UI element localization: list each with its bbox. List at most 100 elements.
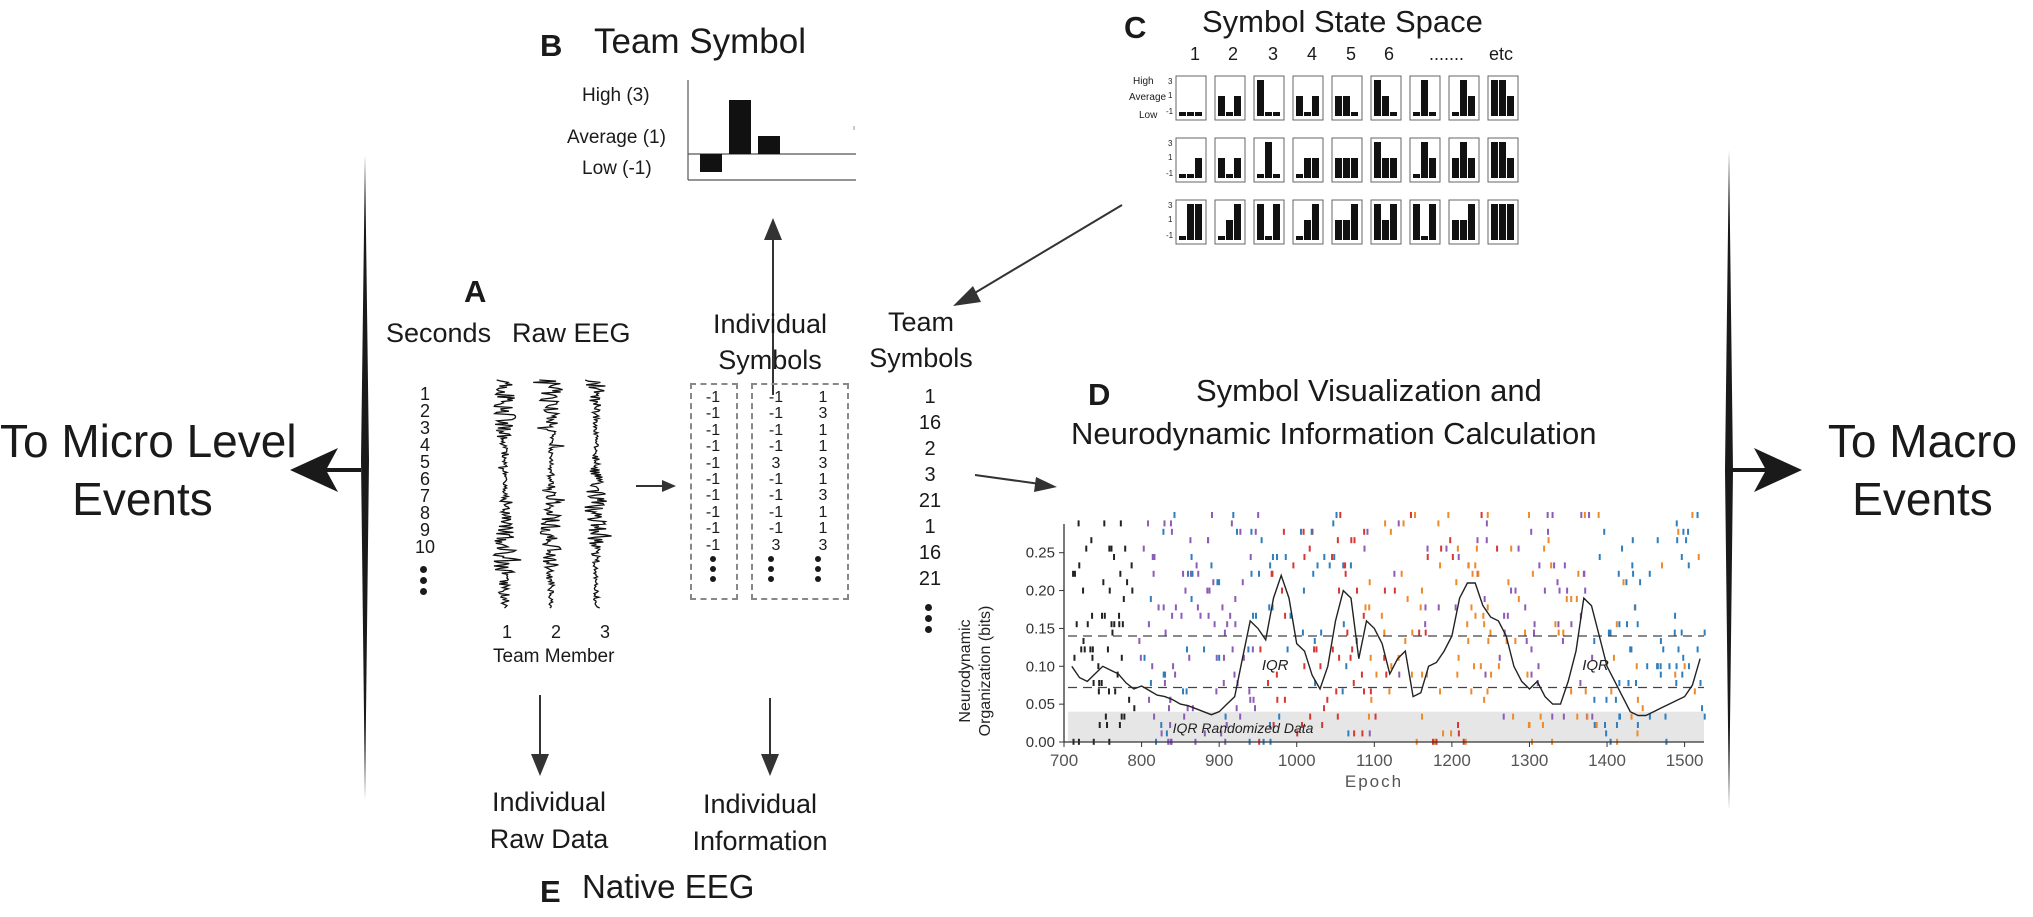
symbol-tick <box>1421 671 1424 678</box>
state-symbol-bar <box>1296 236 1303 240</box>
symbol-tick <box>1475 545 1478 552</box>
symbol-tick <box>1342 562 1345 569</box>
symbol-tick <box>1375 671 1378 678</box>
symbol-tick <box>1530 671 1533 678</box>
symbol-tick <box>1384 520 1387 527</box>
symbol-tick <box>1300 722 1303 728</box>
symbol-tick <box>1301 629 1304 636</box>
symbol-tick <box>1215 688 1218 695</box>
symbol-tick <box>1414 512 1417 518</box>
symbol-tick <box>1188 654 1191 661</box>
state-symbol-bar <box>1179 236 1186 240</box>
symbol-value: 1 <box>818 389 828 406</box>
symbol-tick <box>1120 713 1123 720</box>
panel-b-high-label: High (3) <box>582 85 650 106</box>
symbol-tick <box>1424 621 1427 628</box>
symbol-tick <box>1380 612 1383 619</box>
information-label: Individual Information <box>680 786 840 860</box>
neurodynamic-series-line <box>1071 573 1701 717</box>
symbol-tick <box>1210 562 1213 569</box>
state-row-low: Low <box>1139 110 1158 121</box>
symbol-value: -1 <box>705 536 721 554</box>
symbol-tick <box>1584 587 1587 594</box>
symbol-tick <box>1393 587 1396 594</box>
symbol-tick <box>1153 713 1156 720</box>
symbol-tick <box>1646 663 1649 670</box>
symbol-tick <box>1485 537 1488 544</box>
symbol-tick <box>1411 629 1414 636</box>
symbol-tick <box>1085 545 1088 552</box>
symbol-tick <box>1622 579 1625 586</box>
state-symbol-bar <box>1179 112 1186 116</box>
symbol-tick <box>1321 722 1324 728</box>
state-symbol-bar <box>1351 158 1358 178</box>
symbol-tick <box>1197 570 1200 577</box>
micro-events-label: To Micro Level Events <box>0 412 297 528</box>
symbol-tick <box>1682 528 1685 535</box>
state-symbol-bar <box>1195 204 1202 240</box>
symbol-tick <box>1610 688 1613 695</box>
symbol-tick <box>1543 587 1546 594</box>
symbol-tick <box>1660 562 1663 569</box>
team-member-axis-label: Team Member <box>493 646 615 667</box>
symbol-tick <box>1682 654 1685 661</box>
symbol-tick <box>1634 604 1637 611</box>
symbol-tick <box>1148 696 1151 703</box>
symbol-tick <box>1539 713 1542 720</box>
micro-events-line2: Events <box>72 473 213 525</box>
state-symbol-bar <box>1179 174 1186 178</box>
symbol-tick <box>1530 528 1533 535</box>
symbol-tick <box>1174 604 1177 611</box>
symbol-tick <box>1333 554 1336 560</box>
symbol-tick <box>1282 528 1285 535</box>
raw-data-line2: Raw Data <box>489 824 609 854</box>
symbol-tick <box>1255 612 1258 619</box>
symbol-tick <box>1636 696 1639 703</box>
state-symbol-bar <box>1468 96 1475 116</box>
symbol-value: -1 <box>705 389 721 406</box>
arrow-to-information-head <box>761 754 779 776</box>
state-symbol-bar <box>1413 204 1420 240</box>
symbol-tick <box>1570 621 1573 628</box>
symbol-tick <box>1457 730 1460 737</box>
team-symbol-bar <box>700 154 722 172</box>
symbol-value: -1 <box>705 520 721 538</box>
symbol-value: 3 <box>771 454 781 472</box>
symbol-tick <box>1252 696 1255 703</box>
symbol-tick <box>1636 730 1639 737</box>
symbol-tick <box>1212 579 1215 586</box>
symbol-tick <box>1292 562 1295 569</box>
symbol-tick <box>1126 579 1129 586</box>
symbol-tick <box>1691 512 1694 518</box>
symbol-tick <box>1538 562 1541 569</box>
individual-symbols-box-2 <box>751 383 849 600</box>
symbol-tick <box>1533 621 1536 628</box>
symbol-tick <box>1607 629 1610 636</box>
arrow-to-visualization <box>974 474 1041 485</box>
symbol-tick <box>1583 512 1586 518</box>
symbol-tick <box>1223 629 1226 636</box>
symbol-tick <box>1270 570 1273 577</box>
state-column-label: 4 <box>1307 44 1318 64</box>
team-symbol-value: 16 <box>918 542 942 564</box>
y-tick-label: 0.10 <box>1026 658 1055 675</box>
symbol-value: 3 <box>818 487 828 505</box>
member-label-3: 3 <box>600 622 611 642</box>
state-symbol-box <box>1214 199 1246 245</box>
symbol-tick <box>1258 570 1261 577</box>
state-symbol-bar <box>1257 204 1264 240</box>
x-tick-label: 700 <box>1050 751 1078 770</box>
state-symbol-box <box>1448 199 1480 245</box>
symbol-tick <box>1449 537 1452 544</box>
symbol-tick <box>1362 688 1365 695</box>
state-symbol-bar <box>1452 220 1459 240</box>
symbol-tick <box>1370 696 1373 703</box>
symbol-tick <box>1203 646 1206 653</box>
symbol-tick <box>1457 654 1460 661</box>
information-line1: Individual <box>702 789 818 819</box>
state-symbol-bar <box>1499 80 1506 116</box>
symbol-tick <box>1550 562 1553 569</box>
symbol-tick <box>1089 646 1092 653</box>
state-tick-average: 1 <box>1168 215 1173 224</box>
symbol-tick <box>1625 621 1628 628</box>
